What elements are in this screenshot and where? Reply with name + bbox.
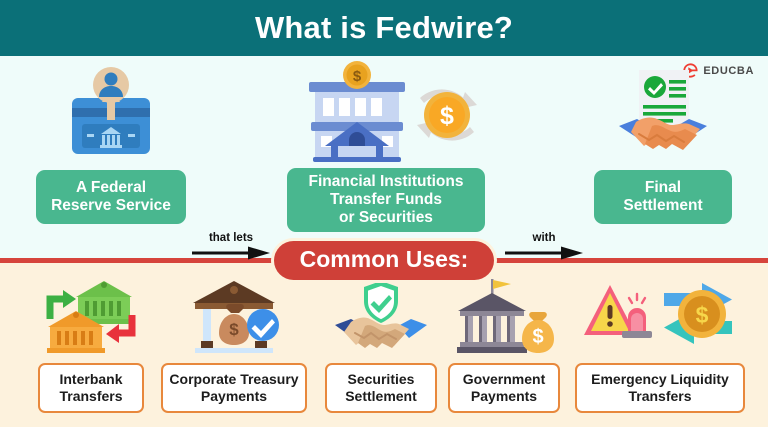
svg-text:$: $ <box>532 326 543 348</box>
use-item-3-label: Government Payments <box>448 363 560 413</box>
svg-text:$: $ <box>440 102 454 130</box>
bank-money-exchange-icon: $ $ <box>287 60 485 164</box>
flow-node-financial-institutions: $ $ Financial Institutions Transfer Fund… <box>287 60 485 232</box>
educba-wordmark: EDUCBA <box>703 64 754 77</box>
flow-connector-1-label: that lets <box>208 232 254 244</box>
use-item-corporate-treasury-payments: $ Corporate Treasury Payments <box>161 277 307 413</box>
flow-node-3-label: Final Settlement <box>594 170 732 224</box>
flow-connector-2-label: with <box>532 232 556 244</box>
use-item-4-label: Emergency Liquidity Transfers <box>575 363 745 413</box>
handshake-document-icon <box>603 64 723 164</box>
flow-connector-1: that lets <box>192 232 270 265</box>
flow-connector-2: with <box>505 232 583 265</box>
use-item-government-payments: $ Government Payments <box>448 277 560 413</box>
flow-node-final-settlement: Final Settlement <box>594 64 732 224</box>
use-item-1-label: Corporate Treasury Payments <box>161 363 307 413</box>
id-card-bank-icon <box>58 64 164 164</box>
arrow-right-icon <box>192 246 270 265</box>
svg-text:$: $ <box>353 68 362 85</box>
header-banner: What is Fedwire? <box>0 0 768 56</box>
common-uses-badge: Common Uses: <box>273 240 495 280</box>
use-item-emergency-liquidity-transfers: $ Emergency Liquidity Transfers <box>575 277 745 413</box>
bank-moneybag-check-icon: $ <box>179 277 289 355</box>
two-banks-arrows-icon <box>38 277 144 355</box>
handshake-shield-check-icon <box>329 277 433 355</box>
common-uses-badge-wrap: Common Uses: <box>0 239 768 281</box>
use-item-0-label: Interbank Transfers <box>38 363 144 413</box>
common-uses-row: Interbank Transfers $ <box>0 275 768 425</box>
alert-siren-coin-arrows-icon: $ <box>576 277 744 355</box>
flow-node-2-label: Financial Institutions Transfer Funds or… <box>287 168 485 232</box>
government-building-moneybag-icon: $ <box>448 277 560 355</box>
use-item-2-label: Securities Settlement <box>325 363 437 413</box>
educba-logo: EDUCBA <box>682 62 754 79</box>
flow-node-1-label: A Federal Reserve Service <box>36 170 186 224</box>
use-item-interbank-transfers: Interbank Transfers <box>38 277 144 413</box>
flow-row: A Federal Reserve Service that lets <box>0 56 768 261</box>
educba-mark-icon <box>682 62 699 79</box>
flow-node-federal-reserve-service: A Federal Reserve Service <box>36 64 186 224</box>
use-item-securities-settlement: Securities Settlement <box>325 277 437 413</box>
svg-text:$: $ <box>229 320 239 339</box>
arrow-right-icon <box>505 246 583 265</box>
svg-text:$: $ <box>696 302 709 328</box>
page-title: What is Fedwire? <box>254 10 514 45</box>
